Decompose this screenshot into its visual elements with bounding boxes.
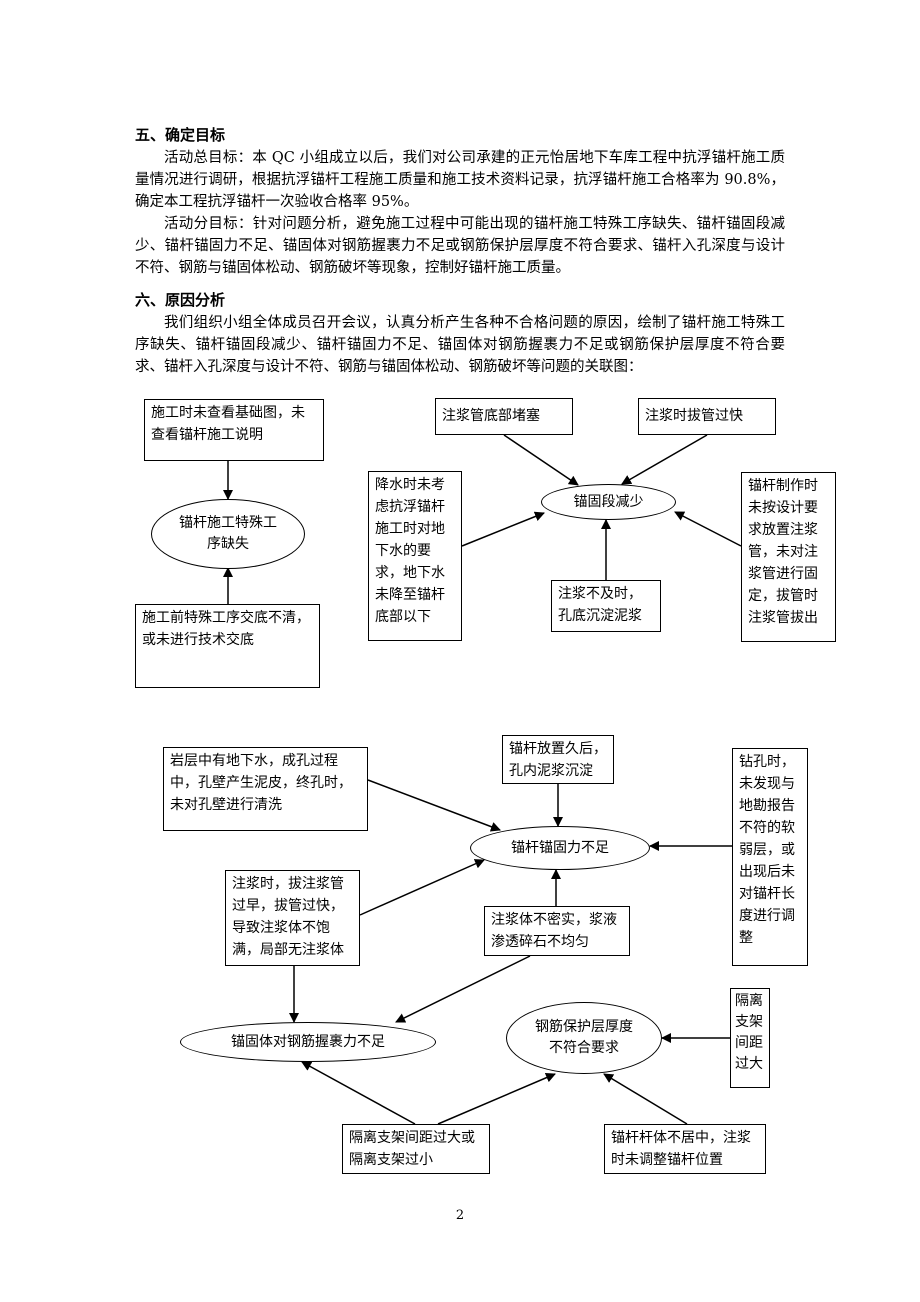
ellipse-anchor-segment-reduced: 锚固段减少 [541,484,676,520]
section-5-paragraph-2: 活动分目标：针对问题分析，避免施工过程中可能出现的锚杆施工特殊工序缺失、锚杆锚固… [135,216,785,276]
node-grout-pipe-blocked: 注浆管底部堵塞 [435,398,573,435]
arrow-gap-to-grip [301,1061,416,1125]
arrow-make-to-seg [674,511,742,547]
node-spacer-spacing-issue: 隔离支架间距过大或隔离支架过小 [342,1124,490,1174]
arrow-fast-to-seg [621,434,708,485]
node-no-technical-briefing: 施工前特殊工序交底不清，或未进行技术交底 [135,604,320,688]
section-6-paragraph-1: 我们组织小组全体成员召开会议，认真分析产生各种不合格问题的原因，绘制了锚杆施工特… [135,315,785,375]
node-spacer-spacing-too-large: 隔离支架间距过大 [730,988,770,1088]
arrow-dense-to-grip [395,955,531,1023]
node-anchor-not-centered: 锚杆杆体不居中，注浆时未调整锚杆位置 [604,1124,766,1174]
ellipse-cover-thickness-wrong: 钢筋保护层厚度不符合要求 [506,1002,662,1074]
ellipse-special-process-missing: 锚杆施工特殊工序缺失 [151,499,305,569]
node-mud-sediment-in-hole: 锚杆放置久后，孔内泥浆沉淀 [502,735,614,784]
arrow-rock-to-force [367,779,501,832]
node-groundwater-not-lowered: 降水时未考虑抗浮锚杆施工时对地下水的要求，地下水未降至锚杆底部以下 [368,471,462,641]
arrow-block-to-seg [503,434,579,486]
node-pipe-pulled-early: 注浆时，拔注浆管过早，拔管过快，导致注浆体不饱满，局部无注浆体 [225,870,360,966]
section-5-paragraph-1: 活动总目标：本 QC 小组成立以后，我们对公司承建的正元怡居地下车库工程中抗浮锚… [135,150,785,210]
node-pipe-pulled-fast: 注浆时拔管过快 [638,398,776,435]
node-grouting-delayed: 注浆不及时，孔底沉淀泥浆 [551,580,661,632]
arrow-gap-to-cover [437,1072,556,1125]
ellipse-grip-force-insufficient: 锚固体对钢筋握裹力不足 [180,1022,436,1062]
ellipse-anchor-force-insufficient: 锚杆锚固力不足 [470,826,650,870]
arrow-water-to-seg [461,511,545,547]
node-no-foundation-drawing: 施工时未查看基础图，未查看锚杆施工说明 [144,399,324,461]
arrow-early-to-force [359,859,485,916]
page-number: 2 [455,1208,465,1223]
node-soft-layer-not-found: 钻孔时，未发现与地勘报告不符的软弱层，或出现后未对锚杆长度进行调整 [732,748,808,966]
section-5-heading: 五、确定目标 [135,126,226,144]
node-grout-pipe-not-fixed: 锚杆制作时未按设计要求放置注浆管，未对注浆管进行固定，拔管时注浆管拔出 [741,472,836,642]
section-6-heading: 六、原因分析 [135,291,226,309]
node-hole-wall-mud-skin: 岩层中有地下水，成孔过程中，孔壁产生泥皮，终孔时，未对孔壁进行清洗 [163,747,368,831]
arrow-center-to-cover [603,1073,688,1125]
node-grout-not-dense: 注浆体不密实，浆液渗透碎石不均匀 [484,906,630,956]
